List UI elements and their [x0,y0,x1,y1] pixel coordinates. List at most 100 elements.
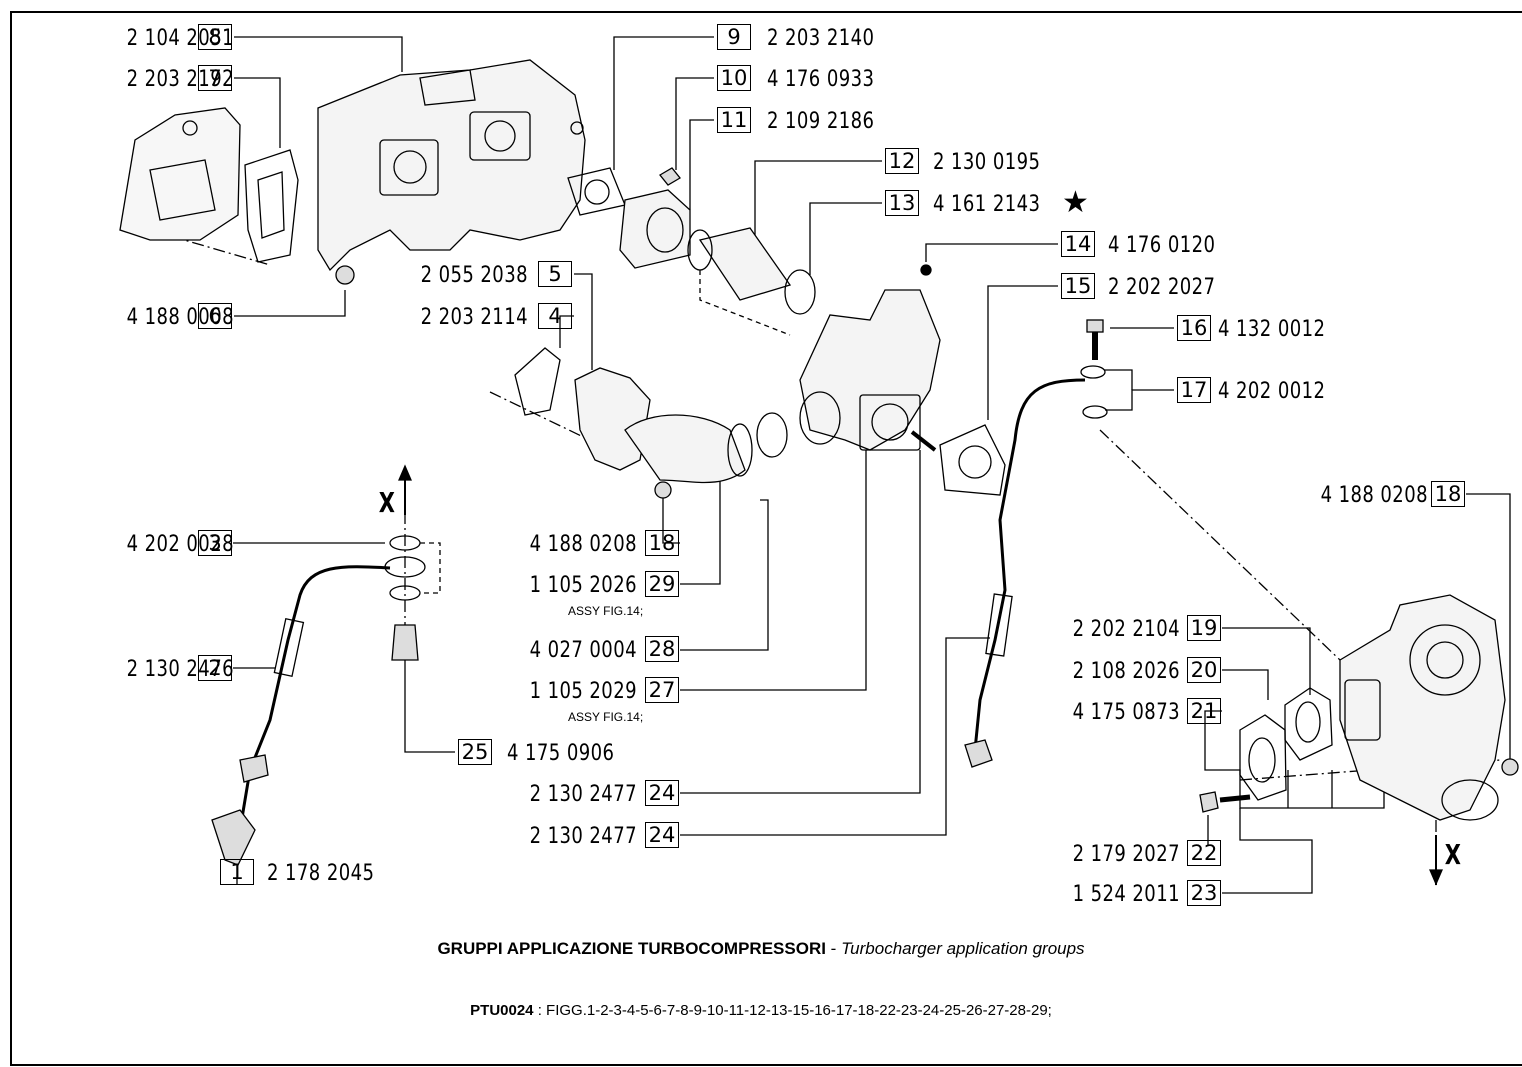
callout-box: 22 [1187,840,1221,866]
part-callout-19: 19 [1187,615,1221,641]
part-code: 1 105 2026 [529,572,637,598]
part-callout-13: 13 [885,190,919,216]
part-label-1: 2 178 2045 [267,860,398,886]
part-label-9: 2 203 2140 [767,25,898,51]
part-callout-16: 16 [1177,315,1211,341]
part-callout-17: 17 [1177,377,1211,403]
part-callout-22: 22 [1187,840,1221,866]
leader-24 [680,637,990,836]
part-code: 2 203 2140 [767,25,875,51]
part-callout-23: 23 [1187,880,1221,906]
part-label-28: 4 027 0004 [506,637,637,663]
leader-7 [234,77,281,148]
callout-box: 24 [645,822,679,848]
figure-caption: GRUPPI APPLICAZIONE TURBOCOMPRESSORI - T… [0,939,1522,959]
axis-x-top: X [378,486,395,519]
callout-box: 12 [885,148,919,174]
callout-box: 16 [1177,315,1211,341]
part-label-29: 1 105 2026 [506,572,637,598]
callout-box: 17 [1177,377,1211,403]
leader-26 [404,660,455,753]
reference-figures: : FIGG.1-2-3-4-5-6-7-8-9-10-11-12-13-15-… [533,1002,1052,1019]
leader-29 [680,475,721,585]
part-code: 2 055 2038 [420,262,528,288]
part-code: 2 109 2186 [767,108,875,134]
part-code: 4 175 0906 [507,740,615,766]
callout-box: 29 [645,571,679,597]
part-label-13: 4 161 2143 [933,191,1064,217]
leader-5 [574,273,593,370]
callout-box: 19 [1187,615,1221,641]
caption-title: GRUPPI APPLICAZIONE TURBOCOMPRESSORI [437,939,826,958]
part-callout-18a: 18 [645,530,679,556]
part-label-23: 1 524 2011 [1049,881,1180,907]
part-label-18b: 4 188 0208 [1297,482,1428,508]
part-callout-15: 15 [1061,273,1095,299]
leader-23 [1222,808,1313,894]
part-code: 2 203 2192 [126,66,234,92]
part-code: 2 104 2051 [126,25,234,51]
part-label-8: 2 104 2051 [103,25,234,51]
callout-box: 18 [1431,481,1465,507]
leader-13 [809,202,882,275]
part-callout-28: 28 [645,636,679,662]
part-label-17: 4 202 0012 [1218,378,1349,404]
callout-box: 14 [1061,231,1095,257]
leader-17 [1105,389,1174,411]
leader-18a [662,495,680,544]
part-code: 2 202 2027 [1108,274,1216,300]
callout-box: 13 [885,190,919,216]
leader-12 [754,160,882,240]
callout-box: 8 [198,24,232,50]
part-label-11: 2 109 2186 [767,108,898,134]
part-label-19: 2 202 2104 [1049,616,1180,642]
callout-box: 3 [198,530,232,556]
part-callout-3: 3 [198,530,232,556]
part-label-16: 4 132 0012 [1218,316,1349,342]
part-callout-7: 7 [198,65,232,91]
leader-25 [680,450,921,794]
callout-box: 7 [198,65,232,91]
callout-box: 5 [538,261,572,287]
leader-4 [559,315,574,348]
part-callout-14: 14 [1061,231,1095,257]
part-label-25: 2 130 2477 [506,781,637,807]
leader-9 [613,36,714,170]
part-label-24: 2 130 2477 [506,823,637,849]
part-callout-9: 9 [717,24,751,50]
part-code: 2 178 2045 [267,860,375,886]
reference-code: PTU0024 [470,1002,534,1019]
part-code: 4 188 0208 [529,531,637,557]
part-callout-25: 24 [645,780,679,806]
part-label-4: 2 203 2114 [397,304,528,330]
part-callout-2: 2 [198,655,232,681]
part-code: 4 161 2143 [933,191,1041,217]
callout-box: 23 [1187,880,1221,906]
callout-box: 27 [645,677,679,703]
part-callout-29: 29 [645,571,679,597]
part-callout-4: 4 [538,303,572,329]
part-callout-1: 1 [220,859,254,885]
part-code: 4 202 0012 [1218,378,1326,404]
leader-8 [234,36,403,72]
part-callout-5: 5 [538,261,572,287]
part-label-18a: 4 188 0208 [506,531,637,557]
callout-box: 24 [645,780,679,806]
part-code: 2 130 0195 [933,149,1041,175]
leader-28 [680,499,769,651]
caption-separator: - [825,939,842,958]
part-callout-6: 6 [198,303,232,329]
leader-15 [987,285,1058,420]
callout-box: 4 [538,303,572,329]
part-code: 4 176 0120 [1108,232,1216,258]
part-callout-8: 8 [198,24,232,50]
part-code: 4 188 0208 [1320,482,1428,508]
part-callout-27: 27 [645,677,679,703]
part-label-14: 4 176 0120 [1108,232,1239,258]
part-code: 2 203 2114 [420,304,528,330]
assy-note-27: ASSY FIG.14; [568,710,644,724]
callout-box: 28 [645,636,679,662]
part-code: 1 105 2029 [529,678,637,704]
part-callout-26: 25 [458,739,492,765]
part-label-12: 2 130 0195 [933,149,1064,175]
